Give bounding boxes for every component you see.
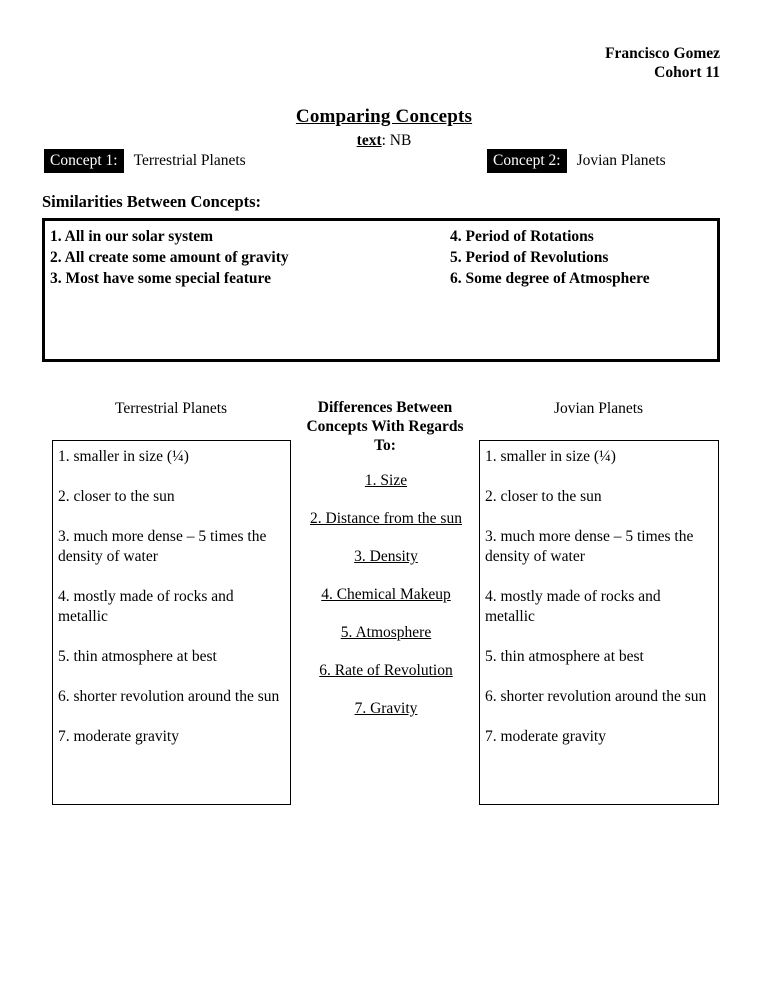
concept-2-value: Jovian Planets: [576, 152, 666, 169]
list-item: 1. smaller in size (¼): [485, 448, 616, 465]
differences-center-list: 1. Size 2. Distance from the sun 3. Dens…: [296, 472, 476, 738]
text-source-line: text: NB: [0, 132, 768, 150]
student-header: Francisco Gomez Cohort 11: [605, 44, 720, 82]
list-item: 4. mostly made of rocks and metallic: [485, 588, 661, 625]
text-source-separator: :: [381, 132, 390, 149]
list-item: 7. moderate gravity: [485, 728, 606, 745]
list-item: 1. smaller in size (¼): [58, 448, 189, 465]
concept-1-tag: Concept 1:: [44, 149, 124, 173]
similarities-right-column: 4. Period of Rotations 5. Period of Revo…: [450, 226, 710, 289]
concept-2-tag: Concept 2:: [487, 149, 567, 173]
similarities-left-column: 1. All in our solar system 2. All create…: [50, 226, 450, 289]
list-item-label: 7. Gravity: [354, 700, 418, 717]
list-item-label: 4. Chemical Makeup: [321, 586, 451, 603]
differences-left-heading: Terrestrial Planets: [114, 400, 228, 417]
list-item: 2. closer to the sun: [485, 488, 602, 505]
concept-1-value: Terrestrial Planets: [133, 152, 246, 169]
list-item: 5. thin atmosphere at best: [58, 648, 217, 665]
similarities-box: 1. All in our solar system 2. All create…: [42, 218, 720, 362]
list-item-label: 5. Atmosphere: [340, 624, 432, 641]
similarities-columns: 1. All in our solar system 2. All create…: [50, 226, 712, 289]
list-item-label: 2. Distance from the sun: [310, 510, 462, 527]
list-item: 5. Atmosphere: [296, 624, 476, 642]
differences-right-box: 1. smaller in size (¼) 2. closer to the …: [479, 440, 719, 805]
list-item: 1. Size: [296, 472, 476, 490]
list-item: 6. shorter revolution around the sun: [58, 688, 280, 705]
list-item-label: 3. Density: [354, 548, 418, 565]
concept-1: Concept 1: Terrestrial Planets: [44, 149, 246, 173]
list-item: 4. Chemical Makeup: [296, 586, 476, 604]
list-item: 4. mostly made of rocks and metallic: [58, 588, 234, 625]
student-cohort: Cohort 11: [654, 64, 720, 81]
list-item: 3. much more dense – 5 times the density…: [58, 528, 267, 565]
differences-right-heading: Jovian Planets: [553, 400, 644, 417]
list-item-label: 6. Rate of Revolution: [319, 662, 453, 679]
similarities-heading: Similarities Between Concepts:: [42, 192, 262, 211]
differences-center-heading: Differences Between Concepts With Regard…: [306, 399, 464, 454]
student-name: Francisco Gomez: [605, 45, 720, 62]
list-item: 5. Period of Revolutions: [450, 249, 609, 266]
differences-left-box: 1. smaller in size (¼) 2. closer to the …: [52, 440, 291, 805]
list-item: 7. Gravity: [296, 700, 476, 718]
list-item: 6. shorter revolution around the sun: [485, 688, 707, 705]
list-item: 6. Some degree of Atmosphere: [450, 270, 650, 287]
page-title: Comparing Concepts: [295, 106, 473, 127]
list-item-label: 1. Size: [364, 472, 408, 489]
concept-row: Concept 1: Terrestrial Planets Concept 2…: [0, 149, 768, 177]
list-item: 3. much more dense – 5 times the density…: [485, 528, 694, 565]
list-item: 2. Distance from the sun: [296, 510, 476, 528]
text-source-label: text: [356, 132, 382, 149]
text-source-value: NB: [389, 132, 412, 149]
list-item: 2. All create some amount of gravity: [50, 249, 289, 266]
list-item: 7. moderate gravity: [58, 728, 179, 745]
list-item: 1. All in our solar system: [50, 228, 214, 245]
list-item: 5. thin atmosphere at best: [485, 648, 644, 665]
list-item: 6. Rate of Revolution: [296, 662, 476, 680]
list-item: 2. closer to the sun: [58, 488, 175, 505]
list-item: 3. Most have some special feature: [50, 270, 271, 287]
list-item: 4. Period of Rotations: [450, 228, 594, 245]
concept-2: Concept 2: Jovian Planets: [487, 149, 666, 173]
list-item: 3. Density: [296, 548, 476, 566]
